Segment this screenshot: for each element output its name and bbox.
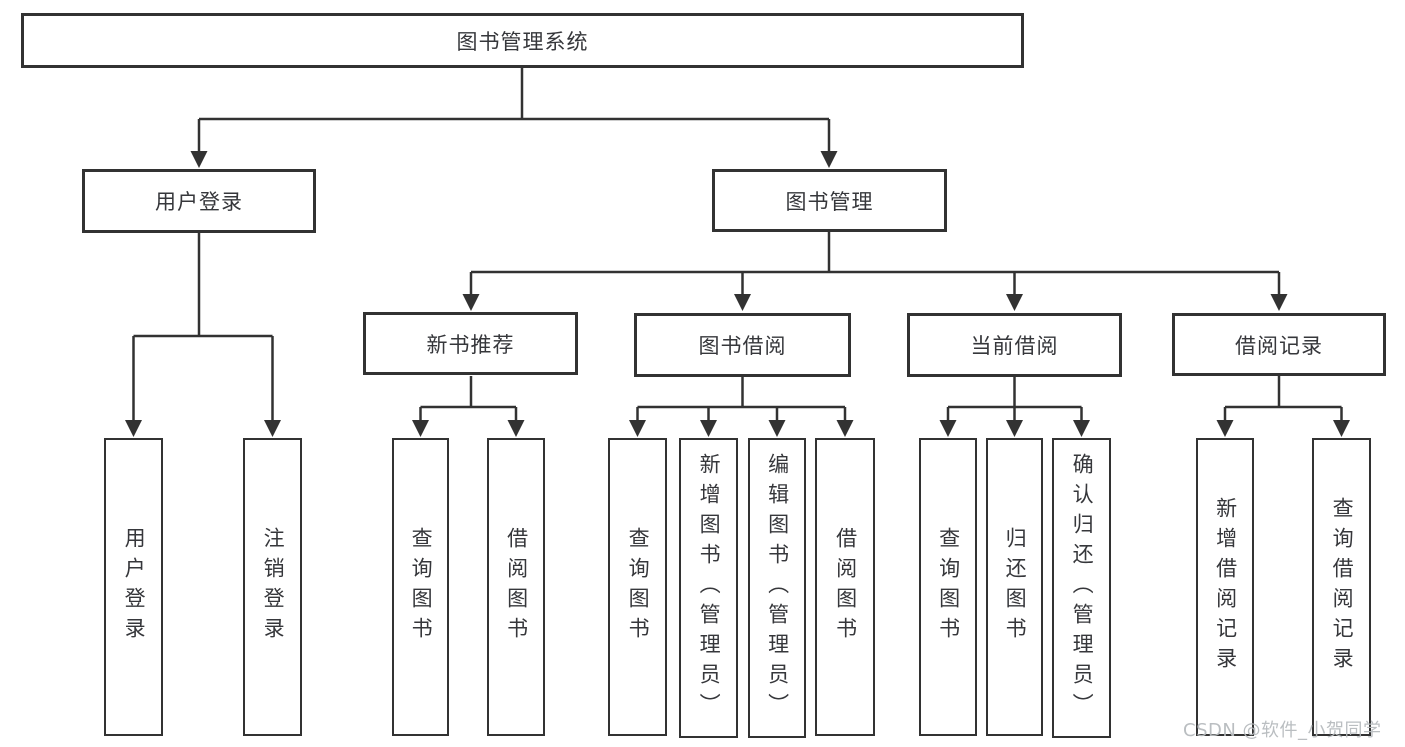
leaf-label: 注销登录 <box>261 527 286 647</box>
leaf-confirm-return-admin: 确认归还（管理员） <box>1052 438 1111 738</box>
node-current-borrow: 当前借阅 <box>907 313 1122 377</box>
leaf-label: 借阅图书 <box>504 527 529 647</box>
leaf-label: 新增借阅记录 <box>1213 497 1238 677</box>
leaf-logout: 注销登录 <box>243 438 302 736</box>
leaf-label: 查询图书 <box>936 527 961 647</box>
leaf-label: 用户登录 <box>122 527 147 647</box>
node-book-management-branch: 图书管理 <box>712 169 947 232</box>
leaf-return-book: 归还图书 <box>986 438 1043 736</box>
leaf-query-borrow-record: 查询借阅记录 <box>1312 438 1371 736</box>
leaf-query-book-2: 查询图书 <box>608 438 667 736</box>
leaf-label: 查询图书 <box>409 527 434 647</box>
node-borrow-record: 借阅记录 <box>1172 313 1386 376</box>
leaf-label: 编辑图书（管理员） <box>765 453 790 723</box>
node-root-system: 图书管理系统 <box>21 13 1024 68</box>
leaf-label: 归还图书 <box>1003 527 1028 647</box>
leaf-label: 查询图书 <box>626 527 651 647</box>
node-user-login-branch: 用户登录 <box>82 169 316 233</box>
leaf-add-borrow-record: 新增借阅记录 <box>1196 438 1254 736</box>
leaf-borrow-book-2: 借阅图书 <box>815 438 875 736</box>
node-label: 新书推荐 <box>426 332 515 357</box>
leaf-query-book-1: 查询图书 <box>392 438 449 736</box>
csdn-watermark: CSDN @软件_小贺同学 <box>1183 720 1382 741</box>
leaf-label: 新增图书（管理员） <box>697 453 722 723</box>
leaf-query-book-3: 查询图书 <box>919 438 977 736</box>
leaf-add-book-admin: 新增图书（管理员） <box>679 438 738 738</box>
node-book-borrow: 图书借阅 <box>634 313 851 377</box>
node-label: 借阅记录 <box>1235 333 1323 358</box>
node-label: 图书借阅 <box>698 334 787 358</box>
leaf-borrow-book-1: 借阅图书 <box>487 438 545 736</box>
node-root-label: 图书管理系统 <box>456 29 589 54</box>
node-label: 用户登录 <box>155 190 243 214</box>
leaf-label: 确认归还（管理员） <box>1070 453 1095 723</box>
leaf-user-login: 用户登录 <box>104 438 163 736</box>
arrowheads <box>125 151 1350 437</box>
leaf-label: 借阅图书 <box>833 527 858 647</box>
node-new-book-recommend: 新书推荐 <box>363 312 578 375</box>
leaf-edit-book-admin: 编辑图书（管理员） <box>748 438 806 738</box>
node-label: 图书管理 <box>785 189 874 214</box>
leaf-label: 查询借阅记录 <box>1330 497 1355 677</box>
node-label: 当前借阅 <box>970 334 1059 358</box>
